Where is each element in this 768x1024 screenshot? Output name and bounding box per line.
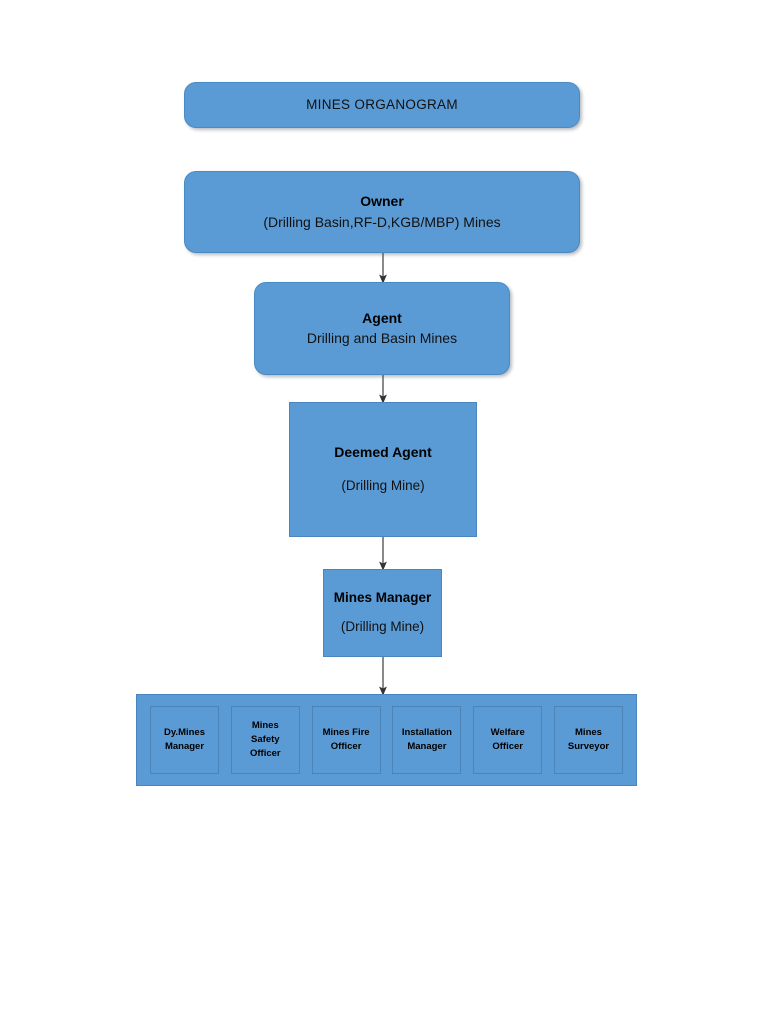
role-line-3: Officer [249,747,281,759]
role-line-1: Mines Fire [322,727,370,739]
role-line-1: Mines [251,720,279,732]
node-agent-subtitle: Drilling and Basin Mines [306,330,458,346]
node-mines-manager-subtitle: (Drilling Mine) [340,619,425,634]
node-deemed-agent-title: Deemed Agent [334,444,432,461]
node-owner-subtitle: (Drilling Basin,RF-D,KGB/MBP) Mines [263,213,501,230]
organogram-banner: MINES ORGANOGRAM [184,82,580,128]
role-box-dy-mines-manager: Dy.Mines Manager [150,706,219,774]
node-owner: Owner (Drilling Basin,RF-D,KGB/MBP) Mine… [184,171,580,253]
role-line-1: Installation [401,727,452,739]
node-mines-manager: Mines Manager (Drilling Mine) [323,569,442,657]
node-mines-manager-title: Mines Manager [333,590,432,606]
role-line-1: Dy.Mines [163,727,205,739]
role-box-mines-surveyor: Mines Surveyor [553,706,623,774]
node-agent-title: Agent [362,309,402,326]
node-agent: Agent Drilling and Basin Mines [254,282,510,375]
role-line-2: Officer [492,741,523,752]
role-box-mines-fire-officer: Mines Fire Officer [311,706,381,774]
node-deemed-agent: Deemed Agent (Drilling Mine) [289,402,477,537]
role-line-2: Manager [164,741,205,752]
role-line-2: Officer [330,741,362,752]
role-line-2: Safety [251,734,280,746]
role-box-welfare-officer: Welfare Officer [473,706,543,774]
role-line-2: Surveyor [567,741,610,752]
role-line-1: Welfare [490,727,525,739]
node-owner-title: Owner [360,193,404,209]
role-box-mines-safety-officer: Mines Safety Officer [230,706,300,774]
role-line-1: Mines [575,727,602,739]
node-deemed-agent-subtitle: (Drilling Mine) [341,477,425,493]
role-line-2: Manager [407,741,447,752]
roles-band: Dy.Mines Manager Mines Safety Officer Mi… [136,694,637,786]
role-box-installation-manager: Installation Manager [392,706,462,774]
organogram-title: MINES ORGANOGRAM [306,96,458,112]
